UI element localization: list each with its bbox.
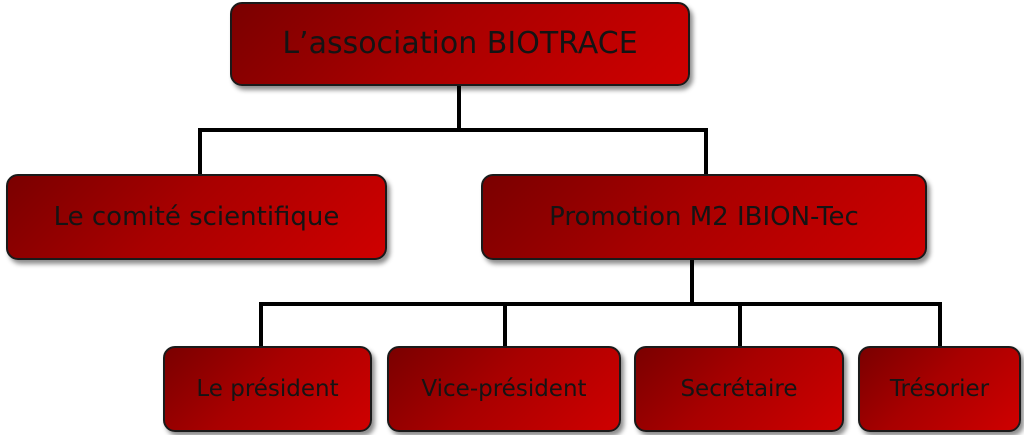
node-tresorier: Trésorier — [858, 346, 1021, 432]
node-promotion-m2: Promotion M2 IBION-Tec — [481, 174, 927, 260]
node-comite-scientifique: Le comité scientifique — [6, 174, 387, 260]
node-president: Le président — [163, 346, 372, 432]
node-association-biotrace: L’association BIOTRACE — [230, 2, 690, 86]
node-label: Le comité scientifique — [53, 202, 340, 232]
node-vice-president: Vice-président — [387, 346, 621, 432]
node-label: Promotion M2 IBION-Tec — [549, 202, 859, 232]
node-label: Trésorier — [889, 375, 990, 402]
node-secretaire: Secrétaire — [634, 346, 844, 432]
node-label: Secrétaire — [680, 375, 798, 402]
node-label: L’association BIOTRACE — [282, 26, 638, 61]
node-label: Vice-président — [421, 375, 587, 402]
node-label: Le président — [196, 375, 339, 402]
